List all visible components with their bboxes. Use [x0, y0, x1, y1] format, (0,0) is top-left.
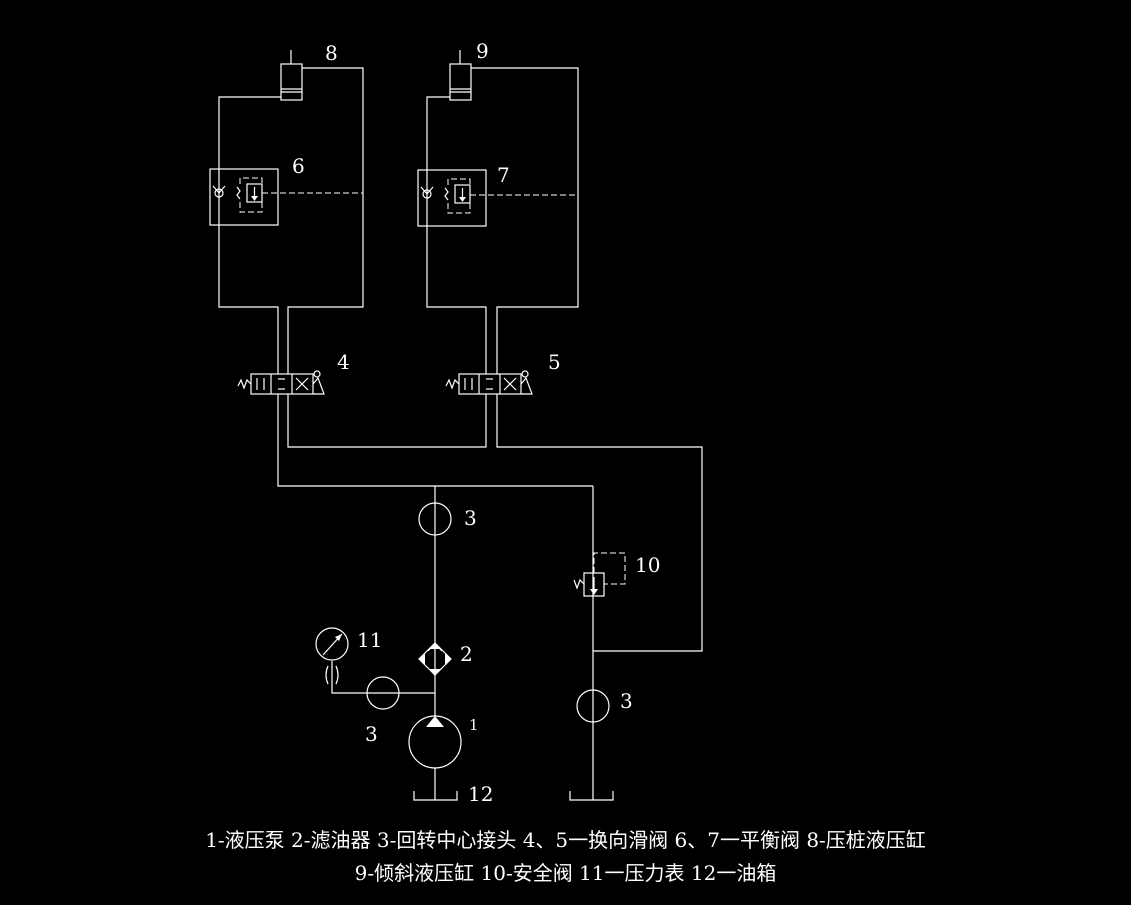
- circuit-8-left-line: [218, 96, 281, 367]
- label-gauge: 11: [357, 628, 382, 652]
- label-joint-right: 3: [620, 689, 633, 713]
- gauge-branch-line: [331, 661, 435, 694]
- label-joint-left: 3: [365, 722, 378, 746]
- tank-12-left: [413, 791, 458, 801]
- circuit-9-left-line: [426, 96, 487, 367]
- tank-right: [569, 791, 614, 801]
- label-cylinder-8: 8: [325, 41, 338, 65]
- label-safety-valve: 10: [635, 553, 660, 577]
- cylinder-9: [449, 50, 472, 101]
- directional-valve-4: [237, 367, 325, 395]
- valve-4-pressure-line: [277, 394, 593, 487]
- valve-4-return-line: [287, 394, 487, 448]
- label-cylinder-9: 9: [476, 39, 489, 63]
- label-valve-4: 4: [337, 350, 350, 374]
- circuit-8-right-line: [287, 67, 364, 367]
- label-joint-upper: 3: [464, 506, 477, 530]
- balance-valve-7: [417, 169, 487, 227]
- rotary-joint-left: [366, 676, 400, 710]
- label-balance-7: 7: [497, 163, 510, 187]
- label-tank: 12: [468, 782, 493, 806]
- directional-valve-5: [445, 367, 533, 395]
- label-pump: 1: [469, 716, 479, 734]
- rotary-joint-upper: [418, 502, 452, 536]
- label-filter: 2: [460, 642, 473, 666]
- filter-2: [418, 642, 452, 676]
- balance-valve-6: [209, 168, 279, 226]
- legend-line-2: 9-倾斜液压缸 10-安全阀 11一压力表 12一油箱: [354, 861, 777, 885]
- legend-line-1: 1-液压泵 2-滤油器 3-回转中心接头 4、5一换向滑阀 6、7一平衡阀 8-…: [205, 828, 926, 852]
- cylinder-8: [280, 50, 303, 101]
- label-valve-5: 5: [548, 350, 561, 374]
- rotary-joint-right: [576, 689, 610, 723]
- valve-5-return-line: [496, 394, 703, 652]
- pressure-gauge-11: [315, 627, 349, 685]
- circuit-9-right-line: [471, 67, 579, 367]
- hydraulic-pump-1: [408, 715, 462, 800]
- label-balance-6: 6: [292, 154, 305, 178]
- safety-valve-10: [573, 552, 626, 597]
